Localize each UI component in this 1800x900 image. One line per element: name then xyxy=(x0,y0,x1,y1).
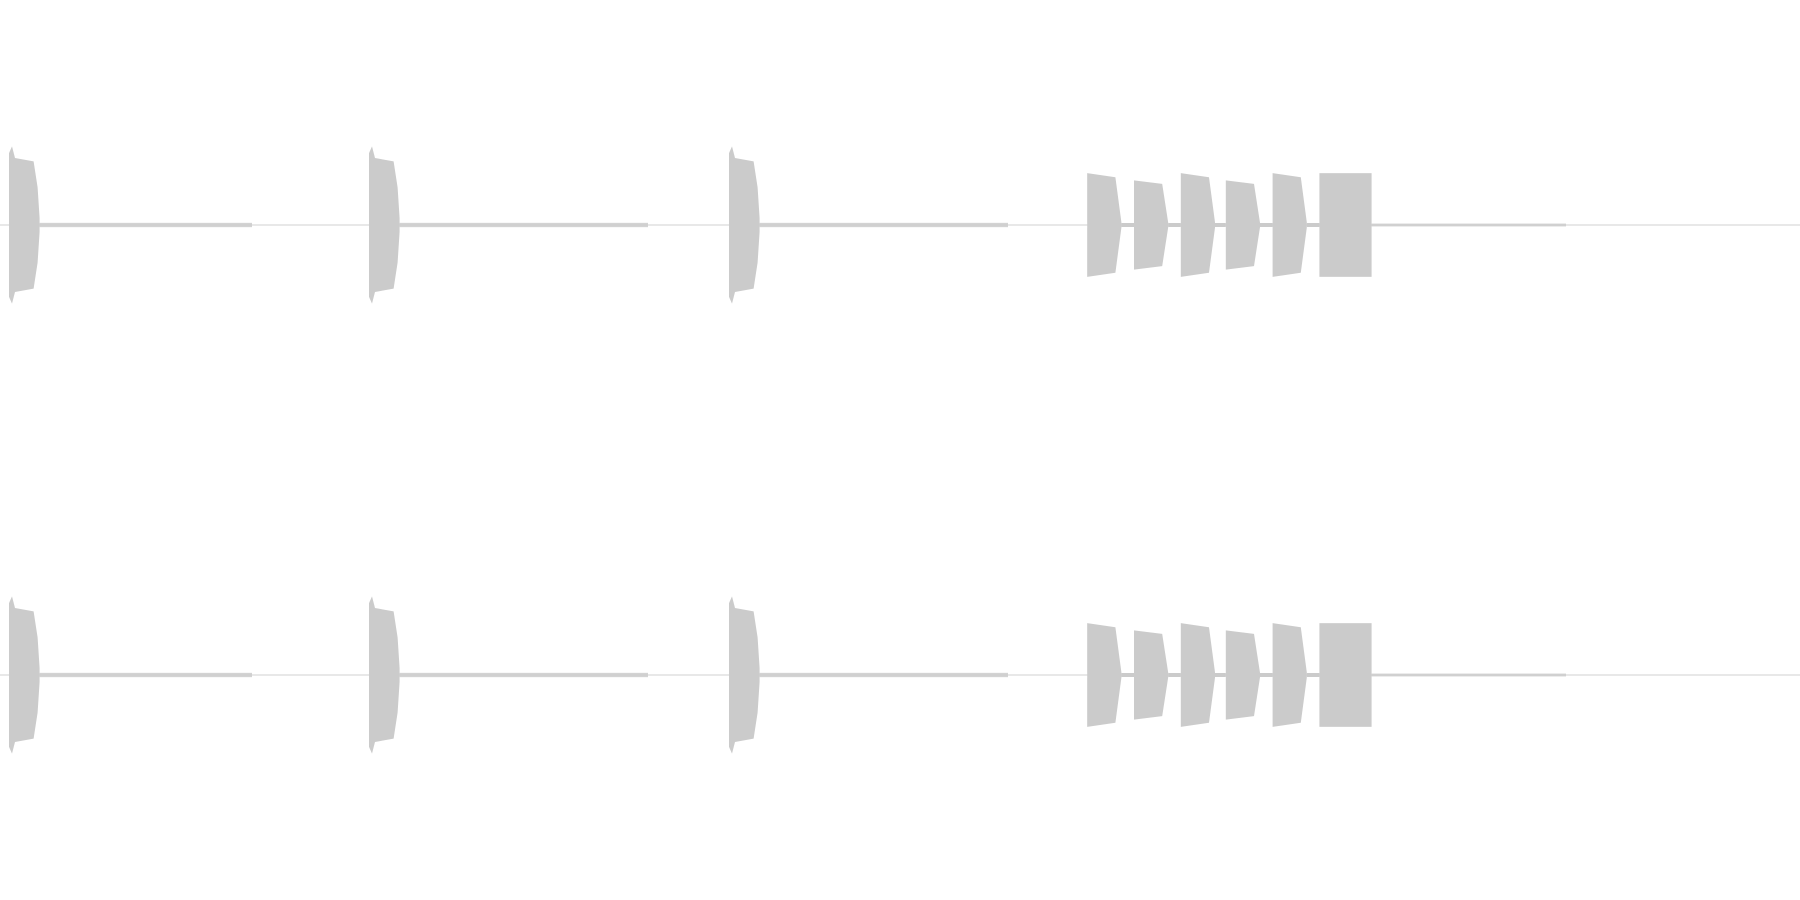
waveform-chirp xyxy=(1087,173,1122,277)
waveform-gap-signal xyxy=(1215,673,1226,677)
waveform-tail xyxy=(759,672,1008,678)
waveform-gap-signal xyxy=(1168,223,1181,227)
waveform-tail xyxy=(1371,223,1566,227)
waveform-beep xyxy=(369,146,400,304)
waveform-burst xyxy=(1319,173,1372,277)
waveform-tail xyxy=(39,672,252,678)
waveform-chirp xyxy=(1225,630,1260,720)
waveform-gap-signal xyxy=(1168,673,1181,677)
waveform-beep xyxy=(9,146,40,304)
waveform-gap-signal xyxy=(1306,673,1320,677)
waveform-tail xyxy=(759,222,1008,228)
waveform-beep xyxy=(729,146,760,304)
waveform-chirp xyxy=(1272,173,1307,277)
waveform-beep xyxy=(729,596,760,754)
waveform-channel-right xyxy=(0,596,1800,754)
waveform-gap-signal xyxy=(1260,223,1273,227)
waveform-gap-signal xyxy=(1215,223,1226,227)
waveform-tail xyxy=(399,222,648,228)
waveform-tail xyxy=(399,672,648,678)
waveform-chirp xyxy=(1134,630,1169,720)
waveform-chirp xyxy=(1180,623,1215,727)
waveform-chirp xyxy=(1225,180,1260,270)
waveform-chirp xyxy=(1180,173,1215,277)
waveform-burst xyxy=(1319,623,1372,727)
waveform-gap-signal xyxy=(1260,673,1273,677)
waveform-beep xyxy=(369,596,400,754)
waveform-gap-signal xyxy=(1121,673,1134,677)
waveform-channel-left xyxy=(0,146,1800,304)
waveform-gap-signal xyxy=(1121,223,1134,227)
waveform-tail xyxy=(39,222,252,228)
waveform-chirp xyxy=(1087,623,1122,727)
waveform-gap-signal xyxy=(1306,223,1320,227)
waveform-beep xyxy=(9,596,40,754)
waveform-chirp xyxy=(1134,180,1169,270)
waveform-chirp xyxy=(1272,623,1307,727)
waveform-tail xyxy=(1371,673,1566,677)
